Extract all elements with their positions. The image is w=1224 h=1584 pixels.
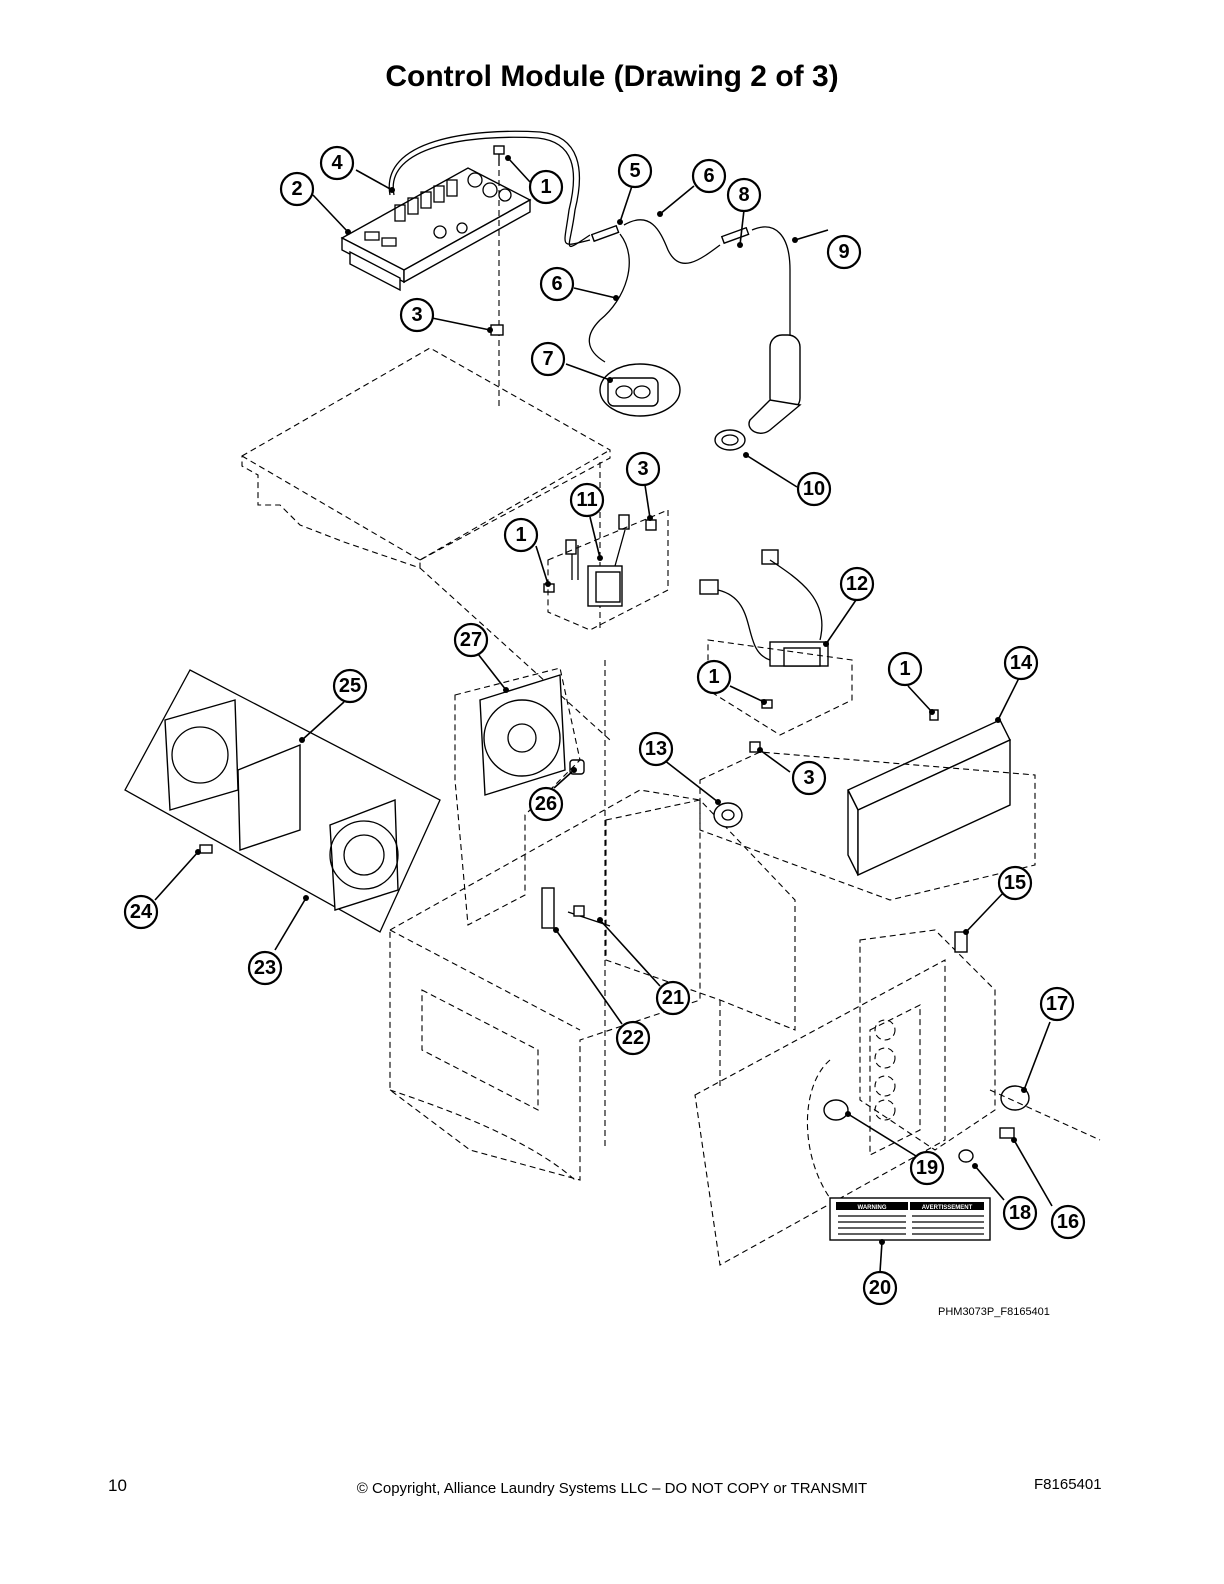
svg-text:2: 2: [291, 178, 302, 200]
callout-3-right: 3: [791, 760, 827, 796]
callout-3-transformer: 3: [625, 451, 661, 487]
warning-label: WARNING AVERTISSEMENT: [829, 1197, 991, 1241]
callout-18: 18: [1002, 1195, 1038, 1231]
callout-22: 22: [615, 1020, 651, 1056]
svg-text:7: 7: [542, 348, 553, 370]
transformer-12: [699, 549, 853, 736]
svg-text:21: 21: [662, 987, 684, 1009]
svg-text:12: 12: [846, 573, 868, 595]
svg-text:6: 6: [551, 273, 562, 295]
svg-text:23: 23: [254, 957, 276, 979]
svg-text:17: 17: [1046, 993, 1068, 1015]
callout-10: 10: [796, 471, 832, 507]
page-number: 10: [108, 1476, 127, 1495]
svg-text:14: 14: [1010, 652, 1033, 674]
callout-19: 19: [909, 1150, 945, 1186]
svg-text:15: 15: [1004, 872, 1026, 894]
callout-27: 27: [453, 622, 489, 658]
svg-text:18: 18: [1009, 1202, 1031, 1224]
callout-20: 20: [862, 1270, 898, 1306]
svg-text:24: 24: [130, 901, 153, 923]
fan-kit-23: [124, 669, 441, 933]
callout-7: 7: [530, 341, 566, 377]
callout-25: 25: [332, 668, 368, 704]
callout-15: 15: [997, 865, 1033, 901]
svg-text:6: 6: [703, 165, 714, 187]
callout-17: 17: [1039, 986, 1075, 1022]
callout-13: 13: [638, 731, 674, 767]
svg-text:1: 1: [899, 658, 910, 680]
svg-text:4: 4: [331, 152, 343, 174]
callout-9: 9: [826, 234, 862, 270]
callout-14: 14: [1003, 645, 1039, 681]
copyright-notice: © Copyright, Alliance Laundry Systems LL…: [356, 1480, 868, 1497]
svg-text:9: 9: [838, 241, 849, 263]
pressure-sensor: [599, 363, 681, 417]
svg-text:1: 1: [708, 666, 719, 688]
svg-text:22: 22: [622, 1027, 644, 1049]
callout-26: 26: [528, 786, 564, 822]
connector-harness: [588, 219, 791, 363]
svg-text:10: 10: [803, 478, 825, 500]
fan-27: [454, 667, 585, 926]
warning-label-right: AVERTISSEMENT: [922, 1205, 973, 1211]
svg-text:26: 26: [535, 793, 557, 815]
callout-11: 11: [569, 482, 605, 518]
svg-text:8: 8: [738, 184, 749, 206]
document-number: F8165401: [1034, 1476, 1102, 1493]
svg-text:3: 3: [637, 458, 648, 480]
callout-1-left-transformer: 1: [503, 517, 539, 553]
control-board-14: [699, 709, 1036, 901]
transformer-11: [543, 509, 669, 631]
screw-top: [493, 145, 505, 166]
callout-1-top: 1: [528, 169, 564, 205]
grommet-13: [713, 802, 743, 828]
svg-text:25: 25: [339, 675, 361, 697]
svg-text:20: 20: [869, 1277, 891, 1299]
control-board: [340, 167, 532, 292]
callout-16: 16: [1050, 1204, 1086, 1240]
pressure-hose: [714, 334, 802, 451]
callout-21: 21: [655, 980, 691, 1016]
callout-6-lower: 6: [539, 266, 575, 302]
page-title: Control Module (Drawing 2 of 3): [385, 60, 839, 93]
callout-12: 12: [839, 566, 875, 602]
svg-text:1: 1: [515, 524, 526, 546]
svg-text:13: 13: [645, 738, 667, 760]
svg-text:11: 11: [576, 489, 597, 511]
svg-text:5: 5: [629, 160, 640, 182]
leader-arrowheads: [195, 155, 1027, 1245]
top-cover-plate: [241, 347, 611, 1150]
callout-23: 23: [247, 950, 283, 986]
svg-text:19: 19: [916, 1157, 938, 1179]
callout-8: 8: [726, 177, 762, 213]
callout-3-top: 3: [399, 297, 435, 333]
callout-1-right: 1: [887, 651, 923, 687]
svg-text:27: 27: [460, 629, 482, 651]
callout-6-top: 6: [691, 158, 727, 194]
svg-text:16: 16: [1057, 1211, 1079, 1233]
warning-label-left: WARNING: [858, 1205, 887, 1211]
leader-lines: [154, 157, 1053, 1273]
callout-4: 4: [319, 145, 355, 181]
callout-1-mid: 1: [696, 659, 732, 695]
callout-5: 5: [617, 153, 653, 189]
callout-24: 24: [123, 894, 159, 930]
svg-text:3: 3: [411, 304, 422, 326]
drawing-reference: PHM3073P_F8165401: [938, 1306, 1050, 1318]
svg-text:1: 1: [540, 176, 551, 198]
main-cabinet: [389, 789, 796, 1181]
callout-2: 2: [279, 171, 315, 207]
svg-text:3: 3: [803, 767, 814, 789]
